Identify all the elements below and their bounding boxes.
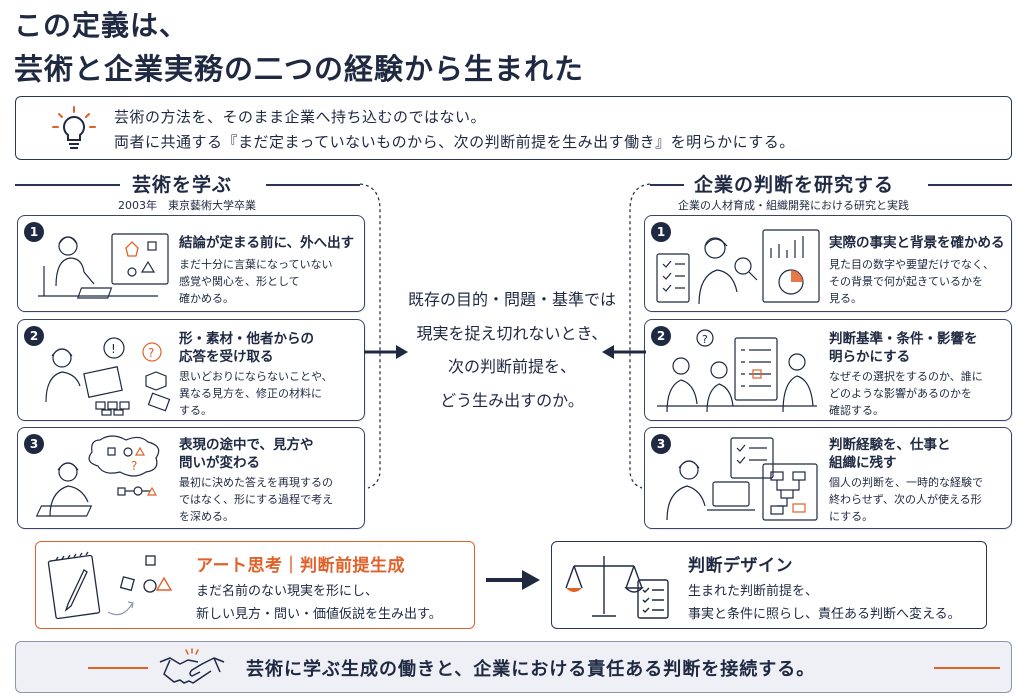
sketchbook-icon: [47, 551, 173, 620]
judgment-design-desc-line2: 事実と条件に照らし、責任ある判断へ変える。: [688, 607, 961, 622]
left-card-2: 2 ! ? 形・素材・他者からの 応答を受け取る 思いどおりにならないことや、 …: [17, 319, 365, 421]
card-description: 思いどおりにならないことや、 異なる見方を、修正の材料に する。: [179, 370, 333, 418]
step-number: 3: [651, 434, 671, 454]
left-card-3: 3 ? 表現の途中で、見方や 問いが変わる 最初に決めた答えを再現するの ではな…: [17, 427, 365, 529]
art-thinking-desc-line1: まだ名前のない現実を形にし、: [196, 584, 379, 599]
card-description: 見た目の数字や要望だけでなく、 その背景で何が起きているかを 見る。: [829, 258, 994, 306]
arrow-right-icon: [364, 345, 408, 359]
card-title: 判断経験を、仕事と 組織に残す: [829, 437, 951, 472]
footer-banner: 芸術に学ぶ生成の働きと、企業における責任ある判断を接続する。: [15, 641, 1012, 693]
step-number: 3: [24, 434, 44, 454]
svg-text:?: ?: [131, 459, 137, 473]
left-subheading: 2003年 東京藝術大学卒業: [118, 199, 256, 212]
right-card-2: 2 ? 判断基準・条件・影響を 明らかにする なぜその選択をするのか、誰に どの…: [644, 319, 1012, 421]
central-question: 既存の目的・問題・基準では 現実を捉え切れないとき、 次の判断前提を、 どう生み…: [407, 290, 616, 410]
card-description: まだ十分に言葉になっていない 感覚や関心を、形として 確かめる。: [179, 258, 333, 306]
step-number: 2: [651, 326, 671, 346]
scale-checklist-icon: [565, 556, 669, 619]
card-description: なぜその選択をするのか、誰に どのような影響があるのかを 確認する。: [829, 370, 983, 418]
page-title-line2: 芸術と企業実務の二つの経験から生まれた: [14, 52, 585, 86]
card-title: 表現の途中で、見方や 問いが変わる: [179, 437, 314, 472]
right-heading-rule: [650, 184, 684, 186]
person-drawing-illustration: [38, 233, 169, 299]
arrow-left-icon: [602, 345, 646, 359]
intro-line-1: 芸術の方法を、そのまま企業へ持ち込むのではない。: [114, 108, 487, 126]
judgment-design-box: 判断デザイン 生まれた判断前提を、 事実と条件に照らし、責任ある判断へ変える。: [551, 541, 987, 629]
card-title: 実際の事実と背景を確かめる: [829, 235, 1005, 251]
page-title-line1: この定義は、: [14, 9, 189, 42]
judgment-design-desc-line1: 生まれた判断前提を、: [688, 584, 819, 599]
step-number: 2: [24, 326, 44, 346]
intro-line-2: 両者に共通する『まだ定まっていないものから、次の判断前提を生み出す働き』を明らか…: [114, 133, 795, 151]
right-heading-rule-right: [928, 184, 1012, 186]
laptop-worker-illustration: [666, 437, 818, 521]
art-thinking-desc-line2: 新しい見方・問い・価値仮説を生み出す。: [196, 607, 442, 622]
svg-text:?: ?: [148, 346, 154, 360]
card-description: 最初に決めた答えを再現するの ではなく、形にする過程で考え を深める。: [179, 476, 334, 524]
card-description: 個人の判断を、一時的な経験で 終わらせず、次の人が使える形 にする。: [829, 476, 983, 524]
lightbulb-icon: [52, 106, 96, 149]
right-subheading: 企業の人材育成・組織開発における研究と実践: [678, 199, 909, 212]
svg-text:?: ?: [702, 333, 708, 346]
handshake-icon: [159, 648, 225, 684]
right-card-3: 3 判断経験を、仕事と 組織に残す 個人の判断を、一時的な経験で 終わらせず、次…: [644, 427, 1012, 529]
materials-illustration: ! ?: [45, 337, 171, 416]
intro-box: 芸術の方法を、そのまま企業へ持ち込むのではない。 両者に共通する『まだ定まってい…: [15, 96, 1012, 160]
card-title: 判断基準・条件・影響を 明らかにする: [829, 331, 978, 366]
art-thinking-title: アート思考｜判断前提生成: [196, 556, 405, 576]
step-number: 1: [651, 222, 671, 242]
svg-text:!: !: [111, 342, 116, 356]
card-title: 形・素材・他者からの 応答を受け取る: [179, 331, 314, 366]
left-heading-rule: [15, 184, 120, 186]
footer-text: 芸術に学ぶ生成の働きと、企業における責任ある判断を接続する。: [246, 659, 816, 680]
right-heading: 企業の判断を研究する: [694, 174, 895, 196]
art-thinking-box: アート思考｜判断前提生成 まだ名前のない現実を形にし、 新しい見方・問い・価値仮…: [35, 541, 475, 629]
fact-checking-illustration: [656, 229, 820, 305]
team-discussion-illustration: ?: [657, 329, 817, 413]
left-heading-rule-right: [266, 184, 360, 186]
left-heading: 芸術を学ぶ: [132, 174, 233, 196]
arrow-right-bold-icon: [486, 570, 540, 590]
step-number: 1: [24, 222, 44, 242]
left-card-1: 1 結論が定まる前に、外へ出す まだ十分に言葉になっていない 感覚や関心を、形と…: [17, 215, 365, 312]
footer-rule-right: [934, 667, 1000, 669]
footer-rule-left: [88, 667, 148, 669]
right-card-1: 1 実際の事実と背景を確かめる 見た目の数字や要望だけでなく、 その背景で何が起…: [644, 215, 1012, 312]
thinking-person-illustration: ?: [35, 435, 160, 517]
judgment-design-title: 判断デザイン: [688, 556, 793, 576]
card-title: 結論が定まる前に、外へ出す: [179, 235, 355, 251]
